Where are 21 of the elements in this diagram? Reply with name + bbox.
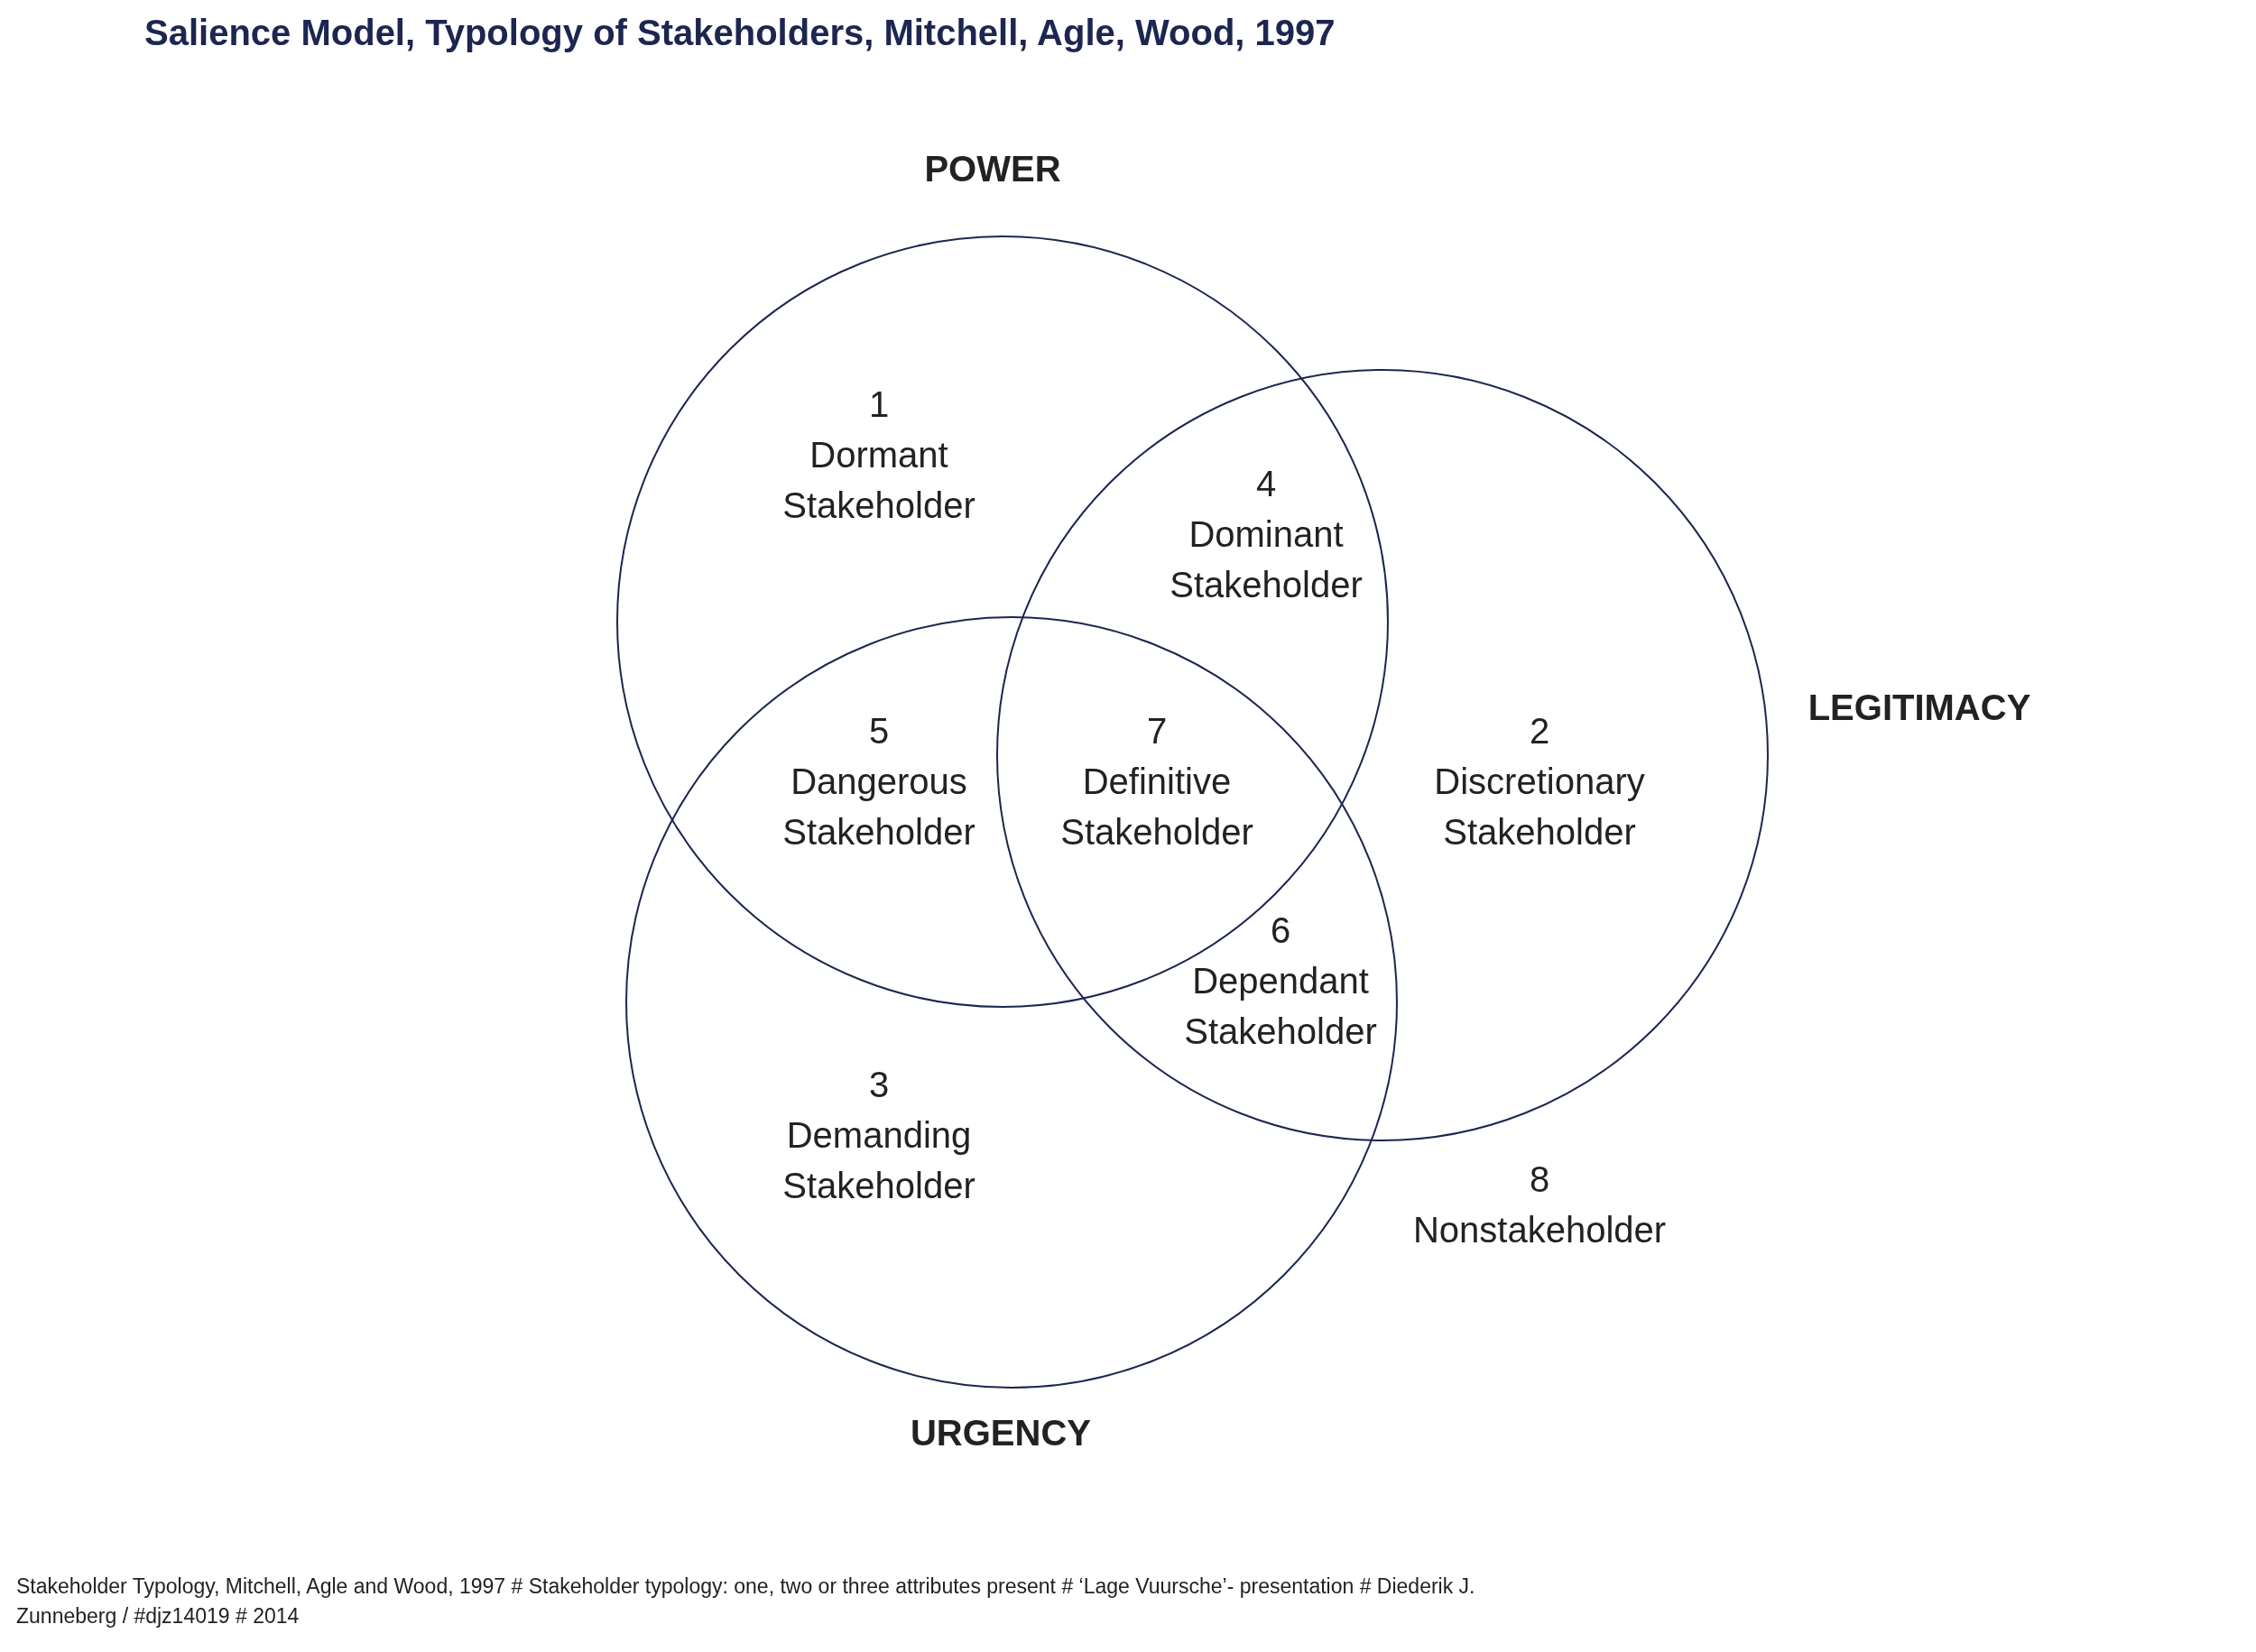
region-label: Dormant Stakeholder — [781, 434, 976, 527]
region-label: Dangerous Stakeholder — [781, 761, 976, 854]
region-label: Definitive Stakeholder — [1059, 761, 1254, 854]
region-number: 7 — [1146, 710, 1168, 752]
set-heading: POWER — [924, 148, 1061, 189]
region-number: 5 — [868, 710, 890, 752]
region-number: 8 — [1529, 1158, 1550, 1201]
set-heading: URGENCY — [911, 1412, 1091, 1454]
caption: Stakeholder Typology, Mitchell, Agle and Wood, 1997 # Stakeholder typology: one, two or three attributes present # ‘Lage Vuursche’- presentation # Diederik J. Zunneberg / #djz14019 # 2014 — [16, 1574, 1476, 1629]
region-label: Demanding Stakeholder — [781, 1114, 976, 1207]
region-label: Discretionary Stakeholder — [1433, 761, 1646, 854]
region-label: Dominant Stakeholder — [1169, 513, 1364, 606]
region-number: 2 — [1529, 710, 1550, 752]
region-label: Dependant Stakeholder — [1183, 960, 1378, 1053]
set-heading: LEGITIMACY — [1808, 687, 2031, 728]
region-number: 1 — [868, 383, 890, 426]
region-number: 3 — [868, 1064, 890, 1106]
title: Salience Model, Typology of Stakeholders, Mitchell, Agle, Wood, 1997 — [144, 13, 1336, 53]
region-label: Nonstakeholder — [1412, 1209, 1667, 1251]
region-number: 4 — [1255, 463, 1277, 505]
region-number: 6 — [1270, 909, 1291, 952]
